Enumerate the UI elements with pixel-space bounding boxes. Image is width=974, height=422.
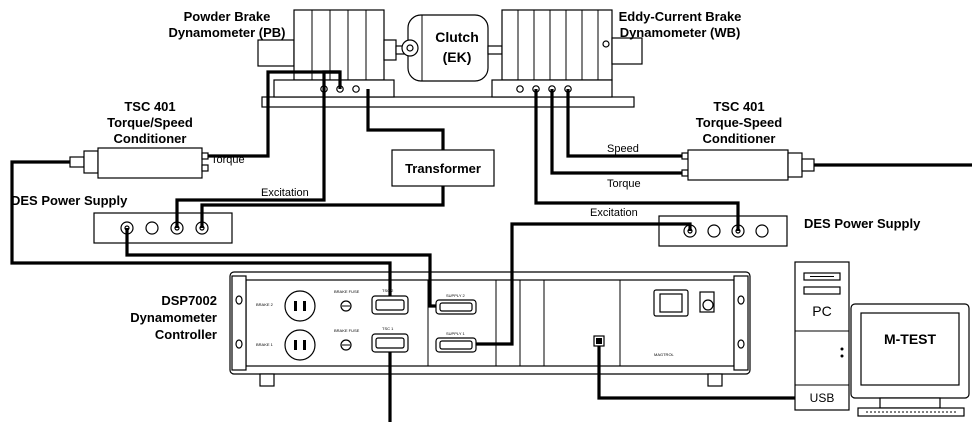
speed-right-label: Speed [607,143,639,155]
eddy-current-brake-dynamometer [491,9,643,98]
des-left-label: DES Power Supply [11,193,128,208]
tsc-right-line3: Conditioner [703,131,776,146]
panel-brake-fuse-a: BRAKE FUSE [334,289,360,294]
tsc-left-line1: TSC 401 [124,99,175,114]
panel-magtrol: MAGTROL [654,352,675,357]
dsp-label-line3: Controller [155,327,217,342]
dsp-label-line2: Dynamometer [130,310,217,325]
des-power-supply-left [93,212,233,244]
pc-label: PC [812,303,831,319]
excitation-left-label: Excitation [261,187,309,199]
tsc-right-line1: TSC 401 [713,99,764,114]
tsc-left-line2: Torque/Speed [107,115,193,130]
pc-tower [794,261,850,411]
usb-label: USB [810,391,835,405]
pb-title-line1: Powder Brake [184,9,271,24]
powder-brake-dynamometer [257,9,397,98]
cables [10,70,972,422]
clutch-label-line2: (EK) [443,49,472,65]
panel-tsc1: TSC 1 [382,326,394,331]
excitation-right-label: Excitation [590,207,638,219]
wb-title-line1: Eddy-Current Brake [619,9,742,24]
clutch [395,14,503,82]
torque-right-label: Torque [607,178,641,190]
panel-brake2: BRAKE 2 [256,302,274,307]
tsc-left-line3: Conditioner [114,131,187,146]
base-plate [261,96,635,108]
clutch-label-line1: Clutch [435,29,479,45]
dsp-label-line1: DSP7002 [161,293,217,308]
des-power-supply-right [658,215,788,247]
mtest-monitor [850,303,970,417]
panel-supply1: SUPPLY 1 [446,331,466,336]
tsc-right-line2: Torque-Speed [696,115,782,130]
panel-tsc2: TSC 2 [382,288,394,293]
transformer-label: Transformer [405,161,481,176]
tsc401-left [69,147,209,179]
torque-left-label: Torque [211,154,245,166]
panel-supply2: SUPPLY 2 [446,293,466,298]
panel-brake-fuse-b: BRAKE FUSE [334,328,360,333]
mtest-label: M-TEST [884,331,937,347]
des-right-label: DES Power Supply [804,216,921,231]
pb-title-line2: Dynamometer (PB) [168,25,285,40]
wb-title-line2: Dynamometer (WB) [620,25,741,40]
dsp7002-controller: BRAKE 2 BRAKE 1 BRAKE FUSE BRAKE FUSE TS… [229,271,751,387]
tsc401-right [681,149,815,181]
panel-brake1: BRAKE 1 [256,342,274,347]
